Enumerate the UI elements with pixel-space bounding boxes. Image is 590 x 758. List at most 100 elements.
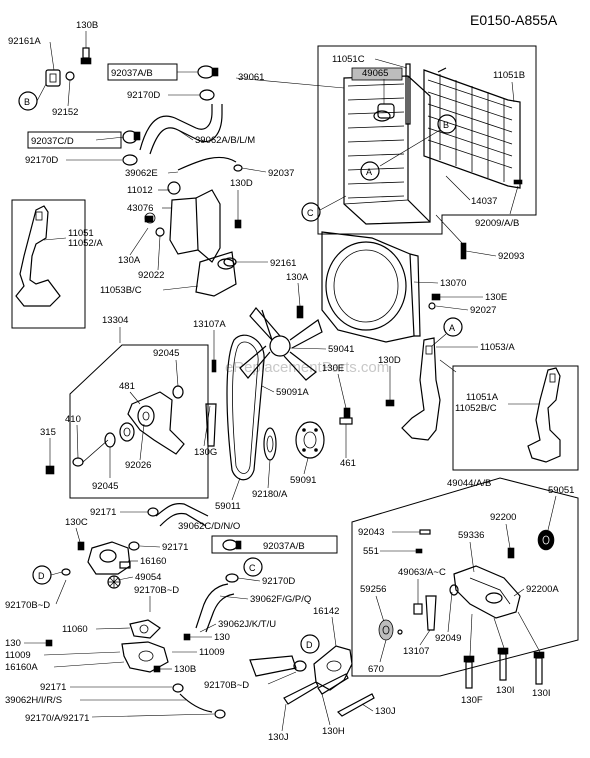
thermostat-housing-16160-drawing <box>87 541 131 575</box>
label-11053bc: 11053B/C <box>100 285 142 296</box>
label-11051c: 11051C <box>332 54 365 65</box>
label-92170a92171: 92170/A/92171 <box>25 713 89 724</box>
label-49063ac: 49063/A~C <box>398 567 446 578</box>
label-11051b: 11051B <box>493 70 525 81</box>
label-92022: 92022 <box>138 270 164 281</box>
fan-shroud-13070-drawing <box>321 231 421 343</box>
label-59041: 59041 <box>328 344 354 355</box>
cap-11012-drawing <box>167 181 181 195</box>
label-130h: 130H <box>322 726 345 737</box>
label-92093: 92093 <box>498 251 524 262</box>
label-130d-2: 130D <box>378 355 401 366</box>
bolt-130b-drawing <box>80 47 92 65</box>
label-92037cd-box: 92037C/D <box>31 136 74 147</box>
label-92037ab-box: 92037A/B <box>111 68 153 79</box>
radiator-group-frame <box>317 45 537 235</box>
label-130e-2: 130E <box>322 363 344 374</box>
watermark: eReplacementParts.com <box>225 359 389 376</box>
label-39062jktu: 39062J/K/T/U <box>218 619 276 630</box>
bolt-130i-a-drawing <box>497 647 509 681</box>
screen-14037-drawing <box>423 67 521 189</box>
label-92171-3: 92171 <box>40 682 66 693</box>
clamp-92161a-drawing <box>45 69 61 87</box>
bracket-11053a-drawing <box>401 337 441 441</box>
label-130b-top: 130B <box>76 20 98 31</box>
overflow-hose-drawing <box>177 156 237 171</box>
label-410: 410 <box>65 414 81 425</box>
hose-39062fgpq-drawing <box>195 583 229 629</box>
label-59011: 59011 <box>215 501 241 512</box>
label-11009-2: 11009 <box>5 650 31 661</box>
bracket-group-frame-right <box>452 365 579 471</box>
bracket-11051a-drawing <box>527 367 561 463</box>
label-130b-bot: 130B <box>174 664 196 675</box>
label-13304: 13304 <box>102 315 128 326</box>
label-92171-2: 92171 <box>162 542 188 553</box>
callout-b-radiator <box>437 114 457 134</box>
label-315: 315 <box>40 427 56 438</box>
label-92037: 92037 <box>268 168 294 179</box>
label-13107: 13107 <box>403 646 429 657</box>
pipe-16142-drawing <box>313 645 353 691</box>
gasket-11060-drawing <box>129 619 161 639</box>
label-92049: 92049 <box>435 633 461 644</box>
label-11052a: 11052/A <box>68 238 103 249</box>
label-39061: 39061 <box>238 72 264 83</box>
hose-39062hirs-drawing <box>179 693 213 713</box>
label-130i-1: 130I <box>496 685 515 696</box>
callout-a-bracket <box>443 317 463 337</box>
label-11051a: 11051A <box>466 392 499 403</box>
label-16142: 16142 <box>313 606 339 617</box>
label-39062abln: 39062A/B/L/M <box>195 135 255 146</box>
hose-39062jktu-drawing <box>249 655 297 677</box>
label-92170bd-2: 92170B~D <box>204 680 249 691</box>
label-92170bd-1: 92170B~D <box>134 585 179 596</box>
label-481: 481 <box>119 381 135 392</box>
thermostat-49054-drawing <box>107 575 121 589</box>
label-130a-1: 130A <box>118 255 141 266</box>
label-11060: 11060 <box>62 624 88 635</box>
label-92161a: 92161A <box>8 36 41 47</box>
label-59256: 59256 <box>360 584 386 595</box>
label-39062hirs: 39062H/I/R/S <box>5 695 62 706</box>
label-92026: 92026 <box>125 460 151 471</box>
cooling-fan-59041-drawing <box>239 307 323 381</box>
callout-a-bracket-letter: A <box>449 323 455 333</box>
label-59336: 59336 <box>458 530 484 541</box>
label-130j-2: 130J <box>375 706 396 717</box>
fan-drive-housing-drawing <box>453 565 521 619</box>
label-92045-1: 92045 <box>153 348 179 359</box>
fan-belt-59011-drawing <box>226 334 265 481</box>
pulley-59051-drawing <box>537 529 555 551</box>
gear-59256-drawing <box>378 619 394 641</box>
label-130c: 130C <box>65 517 88 528</box>
label-59091a: 59091A <box>276 387 309 398</box>
label-92043: 92043 <box>358 527 384 538</box>
label-92170b-d: 92170B~D <box>5 600 50 611</box>
label-92037ab-box2: 92037A/B <box>263 541 305 552</box>
bolt-130f-drawing <box>463 655 475 689</box>
label-59091: 59091 <box>290 475 316 486</box>
callout-c-lower-letter: C <box>249 563 256 573</box>
reserve-tank-drawing <box>144 189 237 297</box>
label-92171-1: 92171 <box>90 507 116 518</box>
callout-c-radiator-letter: C <box>307 208 314 218</box>
label-92200: 92200 <box>490 512 516 523</box>
label-49044ab: 49044/A/B <box>447 478 491 489</box>
label-92170d-2: 92170D <box>25 155 58 166</box>
label-39062cdno: 39062C/D/N/O <box>178 521 240 532</box>
callout-a-radiator-letter: A <box>366 167 372 177</box>
label-461: 461 <box>340 458 356 469</box>
diagram-code: E0150-A855A <box>470 12 558 28</box>
callout-d-lower-letter: D <box>306 640 313 650</box>
callout-a-radiator <box>360 161 380 181</box>
callout-c-lower <box>243 557 263 577</box>
callout-b-left-letter: B <box>24 97 30 107</box>
label-130d-1: 130D <box>230 178 253 189</box>
radiator-drawing <box>343 67 431 225</box>
pulley-59091-drawing <box>295 421 325 459</box>
hose-39062cdno-drawing <box>155 503 209 517</box>
label-130-1: 130 <box>214 632 230 643</box>
label-14037: 14037 <box>471 196 497 207</box>
